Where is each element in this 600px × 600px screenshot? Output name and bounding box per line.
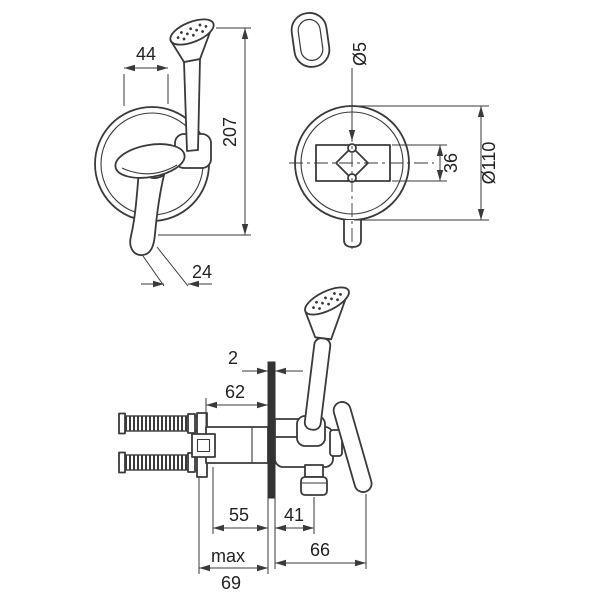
lever-grip-side (332, 401, 373, 493)
dim-2-label: 2 (228, 348, 238, 368)
lever-cap-detail (121, 164, 178, 175)
cartridge-back (191, 433, 216, 458)
extension-line (142, 255, 165, 287)
wall-plate (267, 361, 276, 499)
dim-62-label: 62 (225, 382, 245, 402)
dim-41-label: 41 (284, 505, 304, 525)
dim-207: 207 (158, 27, 251, 236)
supply-pipe-bottom (123, 454, 198, 471)
hand-shower-handle (183, 58, 201, 152)
dim-55: 55 (213, 505, 268, 532)
dim-36: 36 (392, 144, 461, 182)
spray-face (169, 18, 215, 46)
dim-2: 2 (228, 348, 303, 375)
side-view: 2 62 55 41 max 69 66 (118, 286, 373, 593)
dim-207-label: 207 (220, 117, 240, 147)
dim-diameter: Ø110 (354, 105, 499, 221)
dim-44: 44 (123, 44, 169, 106)
dim-24: 24 (141, 246, 212, 288)
dim-66: 66 (275, 540, 366, 567)
lever-grip (129, 169, 165, 256)
dim-69-label: 69 (221, 573, 241, 593)
dim-o5-label: Ø5 (350, 42, 370, 66)
wall-hook-inner (297, 18, 324, 61)
spray-face-side (304, 286, 350, 316)
dim-hole: Ø5 (348, 42, 370, 141)
wall-hook (290, 12, 331, 68)
dim-41: 41 (275, 505, 314, 532)
front-view: 44 207 24 (94, 18, 251, 288)
pipe-end-cap (118, 412, 126, 435)
dim-55-label: 55 (229, 505, 249, 525)
dim-36-label: 36 (441, 153, 461, 173)
lever-side (332, 401, 373, 493)
dim-max-label: max (211, 546, 245, 566)
dim-62: 62 (206, 382, 268, 409)
aerator (300, 476, 328, 496)
dim-o110-label: Ø110 (479, 142, 499, 185)
outlet-neck (304, 464, 324, 478)
escutcheon-view: Ø5 36 Ø110 (289, 12, 499, 252)
extension-line (156, 246, 189, 287)
shower-handle-bar (303, 337, 332, 431)
dim-max-69: max 69 (199, 546, 268, 593)
pipe-nut (187, 413, 196, 434)
dim-44-label: 44 (136, 44, 156, 64)
holder-arm (274, 418, 300, 438)
cartridge-back-inner (196, 438, 211, 453)
supply-pipe-top (123, 415, 198, 432)
pipe-end-cap (118, 451, 126, 474)
dim-24-label: 24 (192, 262, 212, 282)
dim-66-label: 66 (310, 540, 330, 560)
bottom-tab (343, 220, 362, 248)
hand-shower-handle-side (303, 337, 332, 431)
